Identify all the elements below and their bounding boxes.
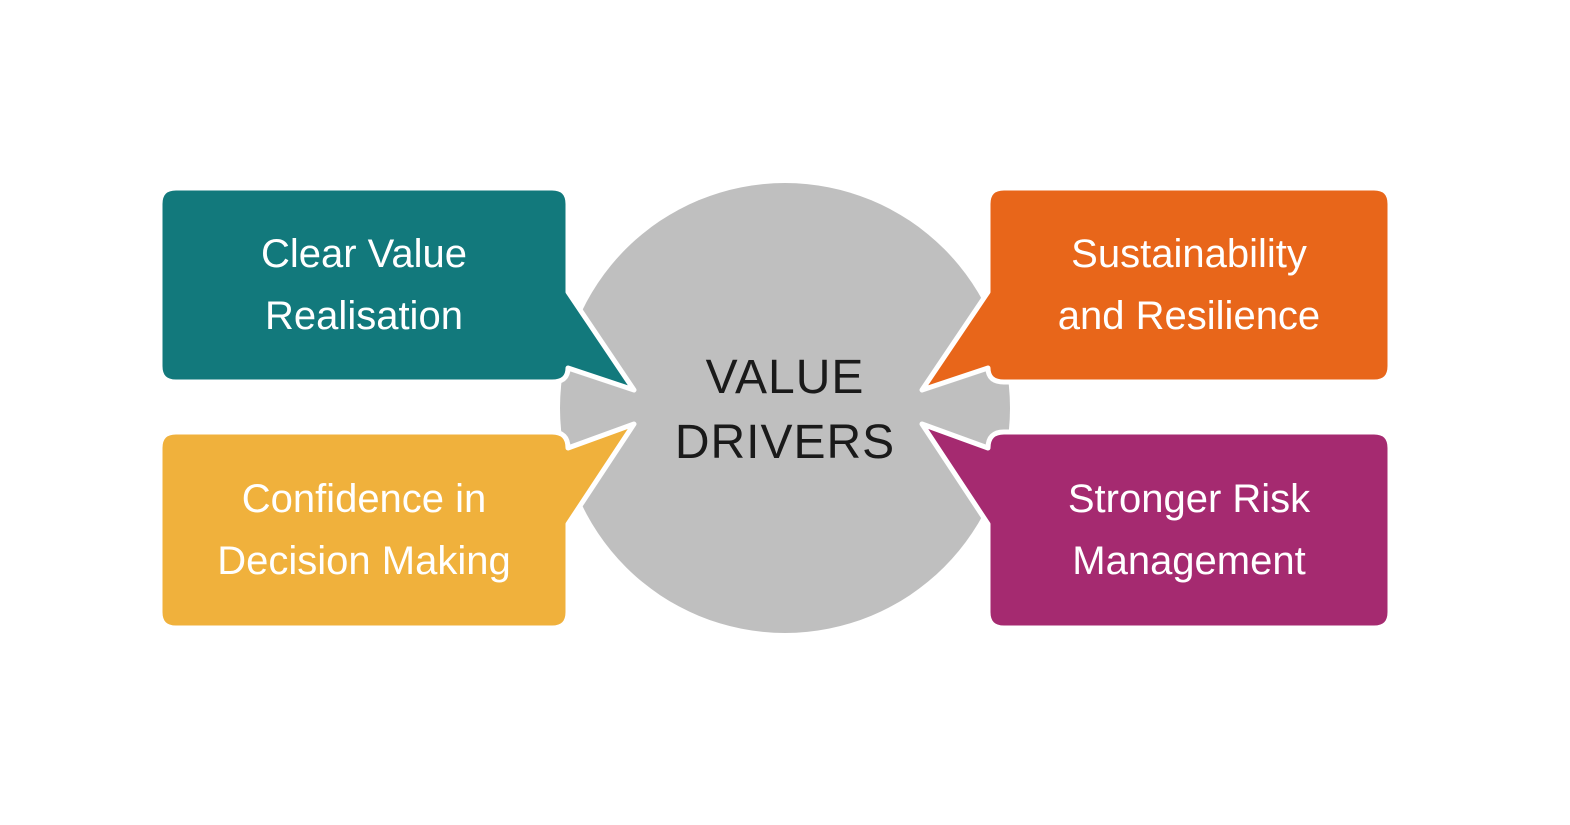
stronger-risk-management-shape — [919, 421, 1393, 631]
value-drivers-circle — [560, 183, 1010, 633]
clear-value-realisation-shape — [157, 185, 637, 393]
sustainability-and-resilience-shape — [919, 185, 1393, 393]
confidence-in-decision-making-shape — [157, 421, 637, 631]
